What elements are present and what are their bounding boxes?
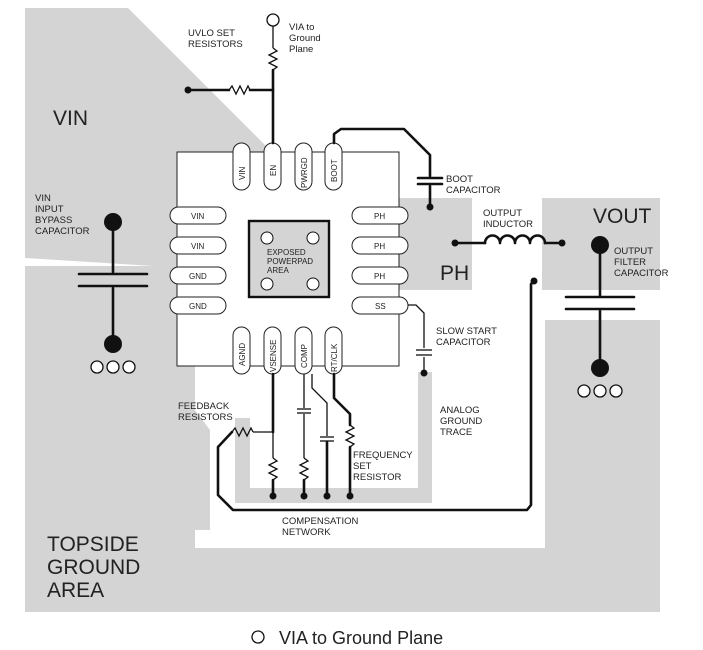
bottom-pin-comp: COMP: [294, 326, 313, 375]
svg-text:VIN: VIN: [191, 212, 205, 221]
legend-via-icon: [251, 630, 265, 644]
left-pin-gnd-2: GND: [169, 296, 227, 315]
svg-text:PH: PH: [374, 212, 385, 221]
right-pin-ph-2: PH: [351, 236, 409, 255]
via-icon: [300, 492, 308, 500]
powerpad-via-icon: [260, 277, 274, 291]
right-pin-ph-1: PH: [351, 206, 409, 225]
svg-text:GND: GND: [189, 272, 207, 281]
left-pin-vin-1: VIN: [169, 206, 227, 225]
boot-capacitor: [332, 127, 444, 211]
right-pin-ss: SS: [351, 296, 409, 315]
vsense-feedback-trace: [216, 277, 538, 512]
svg-text:RT/CLK: RT/CLK: [330, 343, 339, 372]
via-top-icon: [266, 13, 280, 27]
svg-text:VIN: VIN: [238, 166, 247, 180]
svg-text:AGND: AGND: [238, 343, 247, 366]
vin-bypass-capacitor: [77, 213, 149, 374]
frequency-set-resistor: [332, 372, 356, 500]
svg-text:VIN: VIN: [191, 242, 205, 251]
bottom-pin-vsense: VSENSE: [263, 326, 282, 375]
svg-text:VSENSE: VSENSE: [269, 340, 278, 372]
via-icon: [346, 492, 354, 500]
svg-text:EN: EN: [269, 165, 278, 176]
slow-start-capacitor: [408, 304, 432, 377]
compensation-network: [297, 374, 334, 500]
svg-text:SS: SS: [375, 302, 386, 311]
right-pin-ph-3: PH: [351, 266, 409, 285]
via-icon: [122, 360, 136, 374]
svg-text:BOOT: BOOT: [330, 159, 339, 182]
analog-ground-trace-copper: [235, 372, 432, 503]
via-icon: [323, 492, 331, 500]
bottom-pin-rt-clk: RT/CLK: [324, 326, 343, 375]
output-inductor: [451, 234, 566, 247]
top-pin-boot: BOOT: [324, 142, 343, 191]
svg-text:PH: PH: [374, 242, 385, 251]
top-pin-vin: VIN: [232, 142, 251, 191]
legend-label: VIA to Ground Plane: [279, 628, 443, 648]
powerpad-via-icon: [306, 277, 320, 291]
left-pin-gnd-1: GND: [169, 266, 227, 285]
uvlo-network: [184, 13, 280, 145]
via-icon: [420, 369, 428, 377]
via-icon: [426, 203, 434, 211]
svg-text:GND: GND: [189, 302, 207, 311]
vin-label: VIN: [53, 107, 88, 130]
via-icon: [90, 360, 104, 374]
via-icon: [530, 277, 538, 285]
powerpad-via-icon: [260, 231, 274, 245]
svg-text:PH: PH: [374, 272, 385, 281]
top-pin-en: EN: [263, 142, 282, 191]
output-filter-capacitor: [564, 236, 636, 398]
via-icon: [593, 384, 607, 398]
vout-label: VOUT: [593, 205, 652, 228]
via-icon: [106, 360, 120, 374]
svg-text:COMP: COMP: [300, 344, 309, 368]
powerpad-via-icon: [306, 231, 320, 245]
bottom-pin-agnd: AGND: [232, 326, 251, 375]
svg-text:PWRGD: PWRGD: [300, 157, 309, 188]
via-icon: [558, 239, 566, 247]
via-icon: [577, 384, 591, 398]
via-icon: [269, 492, 277, 500]
left-pin-vin-2: VIN: [169, 236, 227, 255]
topside-ground-copper: [25, 266, 660, 612]
via-icon: [609, 384, 623, 398]
ph-label: PH: [440, 262, 469, 285]
top-pin-pwrgd: PWRGD: [294, 142, 313, 191]
